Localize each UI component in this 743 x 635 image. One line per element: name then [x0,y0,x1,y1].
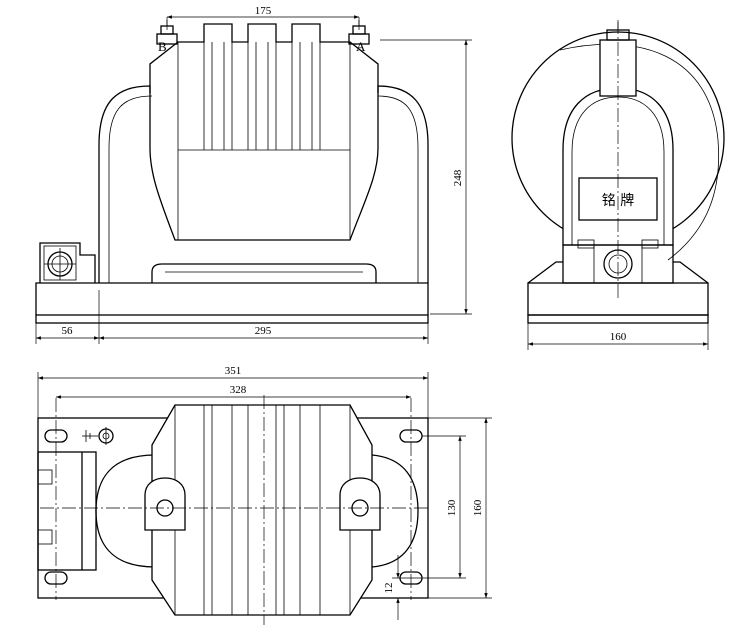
terminal-box [151,263,377,283]
ground-symbol-icon [82,427,114,445]
top-lug-left [144,477,186,531]
dim-130-label: 130 [446,499,458,516]
top-view: 351 328 130 160 12 [37,365,492,625]
terminal-b-label: B [158,39,167,54]
dim-295-label: 295 [255,325,272,337]
base-block [35,282,429,315]
body-skirt [149,93,379,241]
base-plate [35,314,429,324]
top-lug-right [339,477,381,531]
left-lobe [95,454,156,568]
ribbed-body [149,23,379,93]
front-view: B A 175 248 56 295 [35,5,472,344]
left-bracket [39,242,96,283]
housing-right [377,85,429,283]
dim-160-top-label: 160 [472,499,484,516]
dim-12-label: 12 [383,583,395,594]
side-view: 铭 牌 160 [511,20,725,350]
dim-160-side-label: 160 [610,331,627,343]
dim-175-label: 175 [255,5,272,17]
terminal-a-label: A [356,39,366,54]
housing-left [98,85,151,283]
right-lobe [371,454,419,568]
dim-56-label: 56 [62,325,74,337]
dim-328-label: 328 [230,384,247,396]
dim-248-label: 248 [452,169,464,186]
dim-351-label: 351 [225,365,242,377]
top-core-body [151,404,373,616]
